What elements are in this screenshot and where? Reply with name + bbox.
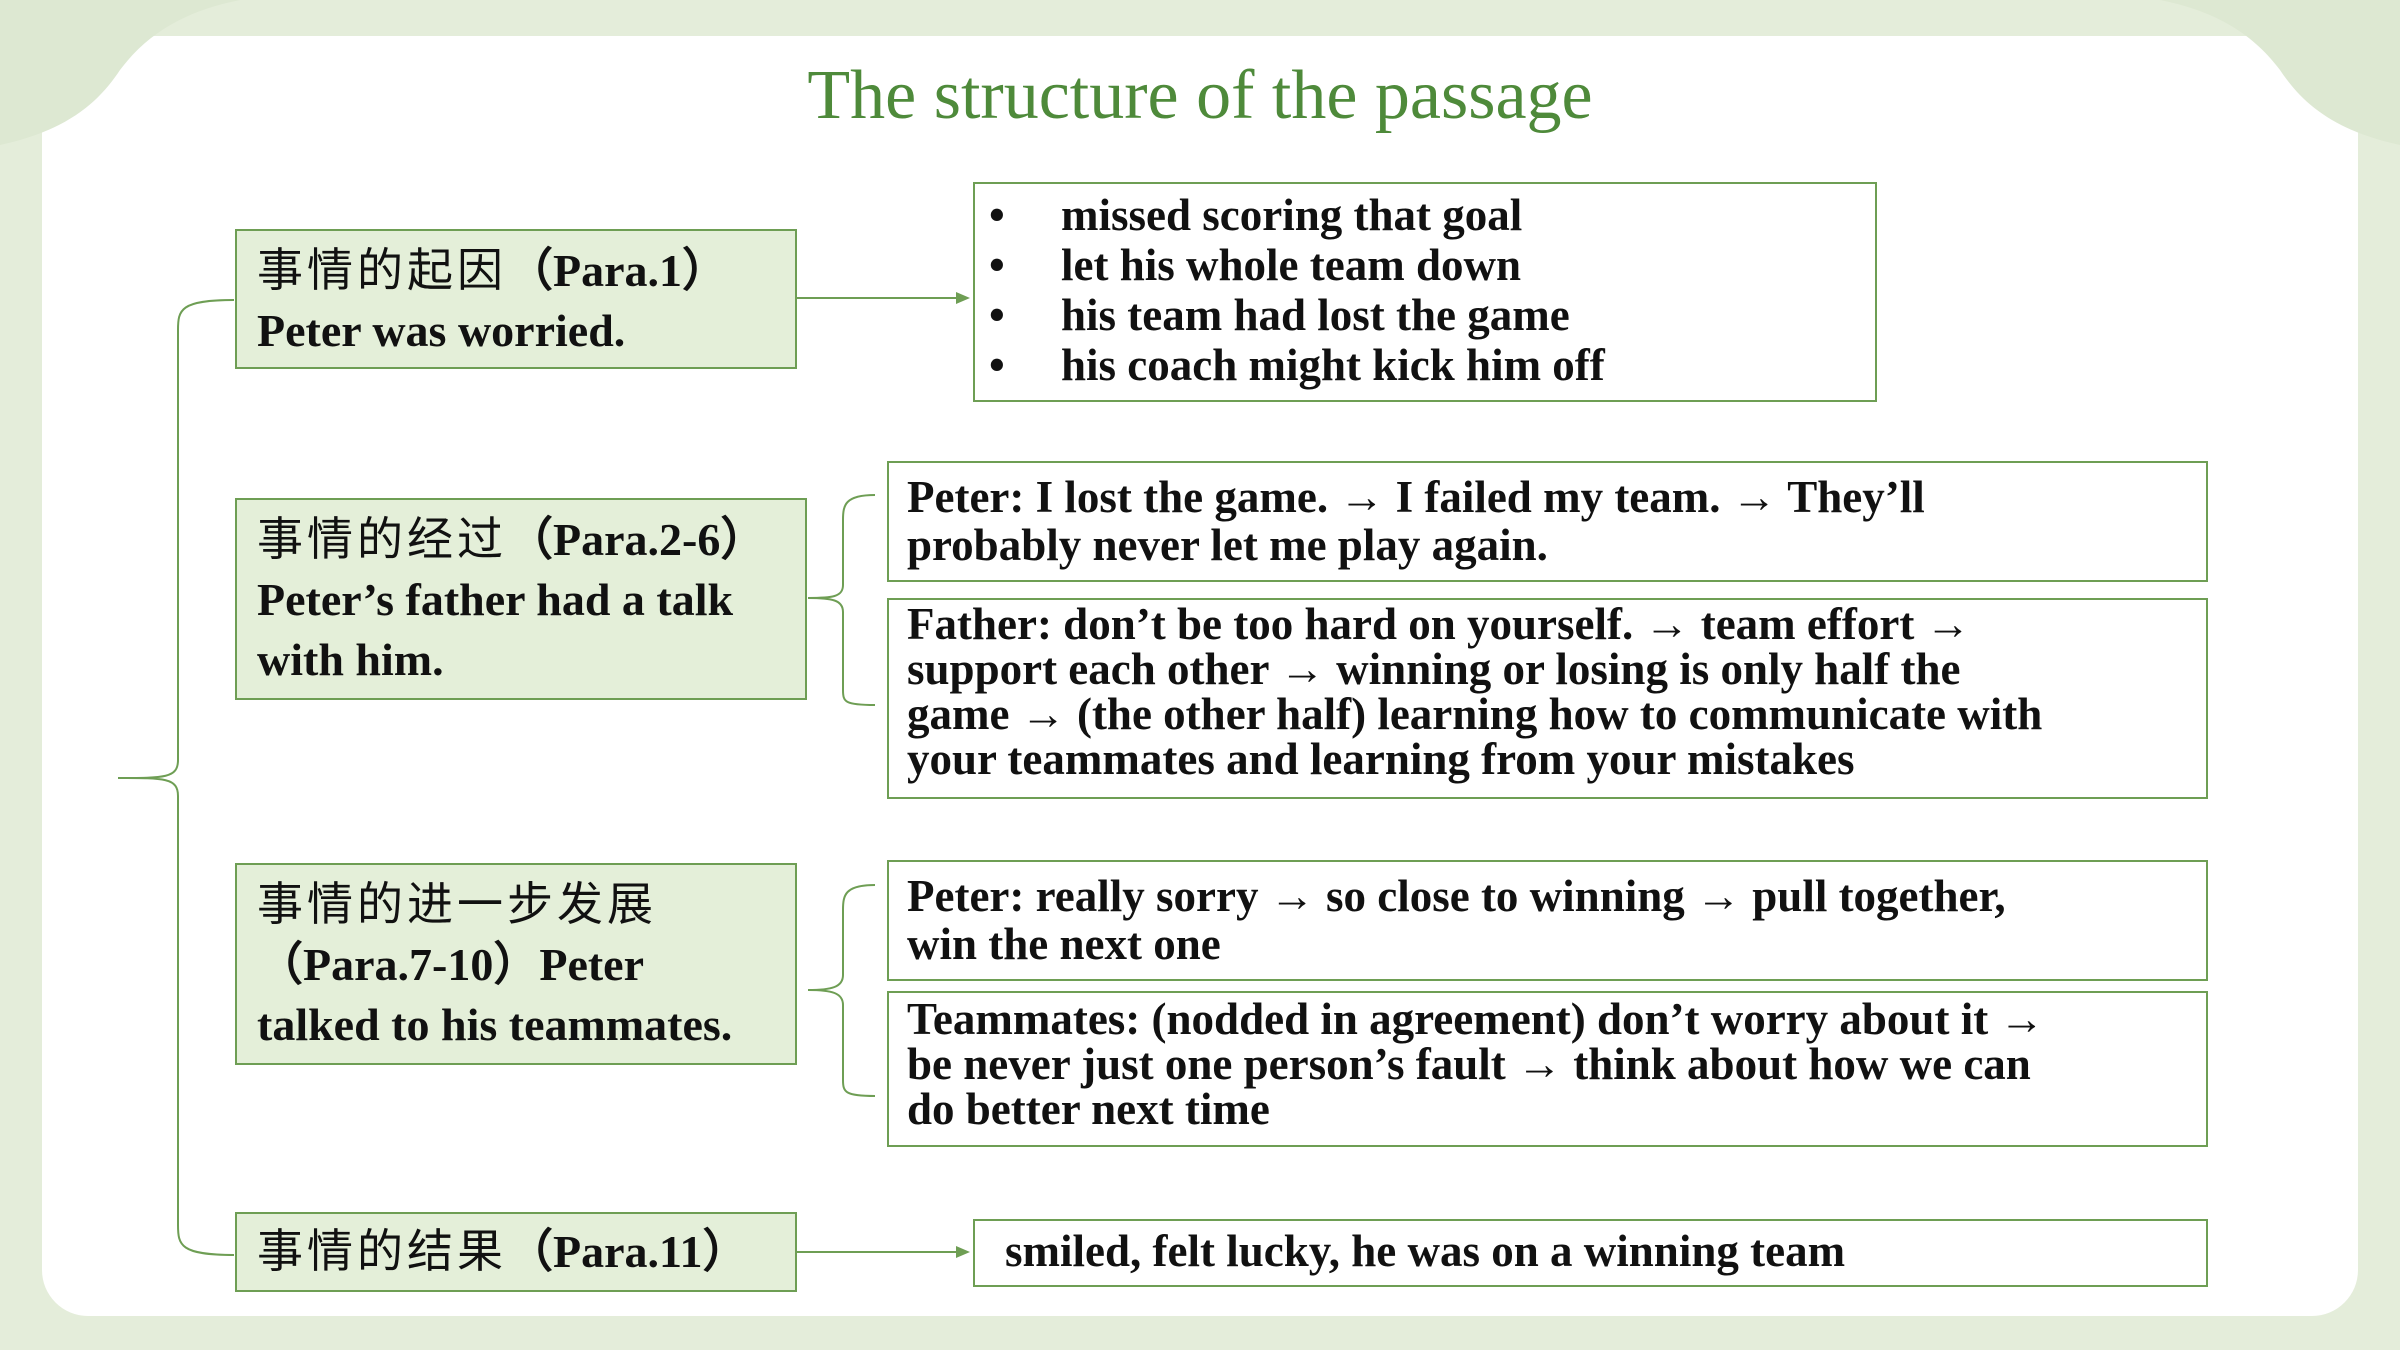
- stage-cause-summary: Peter was worried.: [257, 305, 626, 356]
- process-father-box: Father: don’t be too hard on yourself. →…: [887, 598, 2208, 799]
- development-teammates-box: Teammates: (nodded in agreement) don’t w…: [887, 991, 2208, 1147]
- stage-development-summary-line2: talked to his teammates.: [257, 999, 733, 1050]
- stage-cause-label: 事情的起因: [257, 245, 507, 296]
- page-title: The structure of the passage: [807, 57, 1593, 134]
- stage-process-para: （Para.2-6）: [507, 514, 767, 565]
- development-peter-line2: win the next one: [907, 919, 1221, 969]
- process-father-line2: support each other → winning or losing i…: [907, 644, 1961, 694]
- process-peter-line1: Peter: I lost the game. → I failed my te…: [907, 472, 1925, 522]
- development-teammates-line3: do better next time: [907, 1084, 1270, 1134]
- cause-details-box: missed scoring that goal let his whole t…: [973, 182, 1877, 402]
- corner-decoration-left: [0, 0, 240, 145]
- stage-result-para: （Para.11）: [507, 1226, 749, 1277]
- corner-decoration-right: [2160, 0, 2400, 145]
- stage-process-summary-line1: Peter’s father had a talk: [257, 574, 734, 625]
- development-peter-box: Peter: really sorry → so close to winnin…: [887, 860, 2208, 981]
- stage-development-label: 事情的进一步发展: [257, 879, 657, 930]
- cause-detail-item: let his whole team down: [975, 240, 1857, 290]
- cause-detail-item: his team had lost the game: [975, 290, 1857, 340]
- process-peter-box: Peter: I lost the game. → I failed my te…: [887, 461, 2208, 582]
- stage-process-label: 事情的经过: [257, 514, 507, 565]
- stage-development-line2: （Para.7-10）Peter: [257, 935, 795, 995]
- process-peter-line2: probably never let me play again.: [907, 520, 1548, 570]
- development-peter-line1: Peter: really sorry → so close to winnin…: [907, 871, 2006, 921]
- stage-process-heading: 事情的经过（Para.2-6）: [257, 510, 805, 570]
- stage-development-para: （Para.7-10）: [257, 939, 540, 990]
- result-detail-box: smiled, felt lucky, he was on a winning …: [973, 1219, 2208, 1287]
- development-teammates-line2: be never just one person’s fault → think…: [907, 1039, 2031, 1089]
- process-father-line3: game → (the other half) learning how to …: [907, 689, 2043, 739]
- stage-development-box: 事情的进一步发展 （Para.7-10）Peter talked to his …: [235, 863, 797, 1065]
- development-teammates-line1: Teammates: (nodded in agreement) don’t w…: [907, 994, 2045, 1044]
- cause-details-list: missed scoring that goal let his whole t…: [975, 190, 1857, 390]
- stage-result-heading: 事情的结果（Para.11）: [257, 1222, 795, 1282]
- cause-detail-item: his coach might kick him off: [975, 340, 1857, 390]
- stage-result-box: 事情的结果（Para.11）: [235, 1212, 797, 1292]
- process-father-line4: your teammates and learning from your mi…: [907, 734, 1855, 784]
- stage-development-summary-part1: Peter: [539, 939, 645, 990]
- stage-result-label: 事情的结果: [257, 1226, 507, 1277]
- process-father-line1: Father: don’t be too hard on yourself. →…: [907, 599, 1971, 649]
- stage-cause-para: （Para.1）: [507, 245, 729, 296]
- result-detail-text: smiled, felt lucky, he was on a winning …: [1005, 1226, 1846, 1276]
- stage-cause-heading: 事情的起因（Para.1）: [257, 241, 795, 301]
- cause-detail-item: missed scoring that goal: [975, 190, 1857, 240]
- stage-cause-box: 事情的起因（Para.1） Peter was worried.: [235, 229, 797, 369]
- stage-process-summary-line2: with him.: [257, 634, 444, 685]
- stage-process-box: 事情的经过（Para.2-6） Peter’s father had a tal…: [235, 498, 807, 700]
